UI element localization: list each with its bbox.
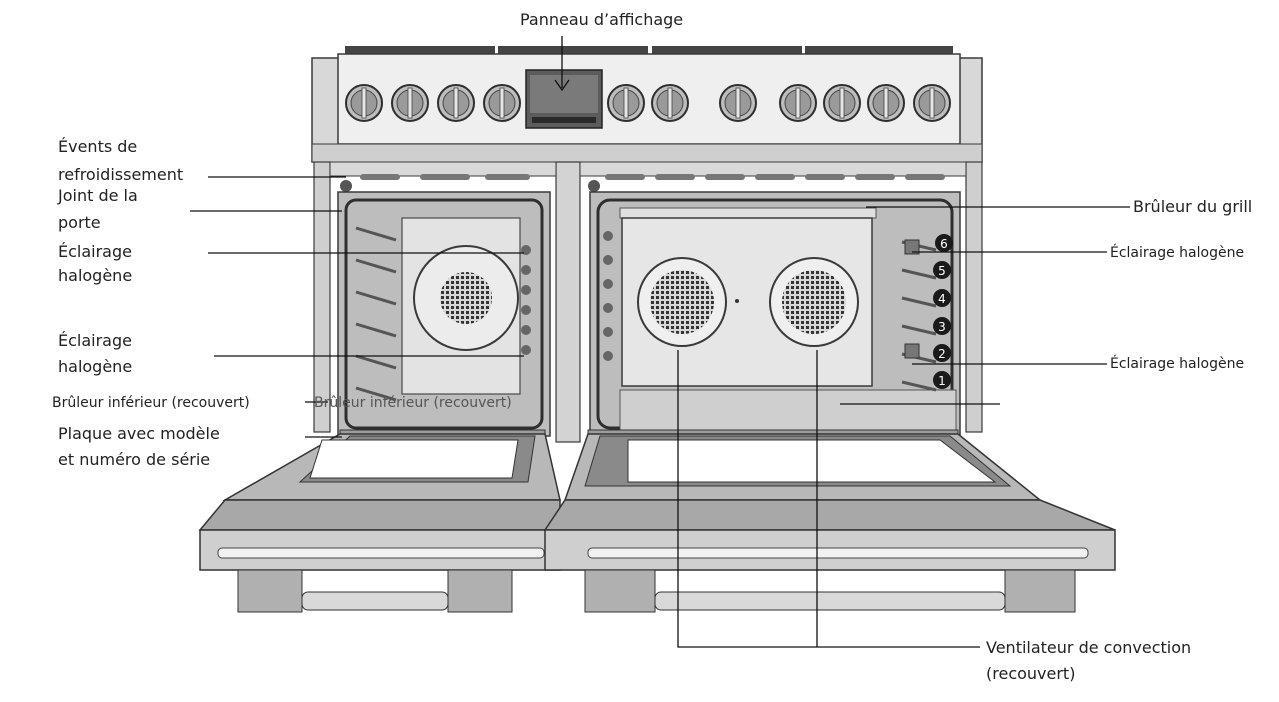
label-cooling-vents-line2: refroidissement	[58, 165, 184, 184]
knob	[651, 84, 689, 122]
label-halogen-right-bottom: Éclairage halogène	[1110, 356, 1245, 372]
svg-text:1: 1	[938, 374, 946, 388]
rack-badge: 1	[933, 371, 951, 389]
label-convection-fan-line2: (recouvert)	[986, 664, 1076, 683]
rack-badge: 5	[933, 261, 951, 279]
label-halogen-left-bottom: Éclairage	[58, 331, 132, 350]
label-door-seal-line2: porte	[58, 213, 101, 232]
svg-text:5: 5	[938, 264, 946, 278]
cooling-vent-slots	[340, 174, 945, 192]
leader-lines	[190, 36, 1130, 648]
label-halogen-left-bottom-line2: halogène	[58, 357, 133, 376]
svg-text:4: 4	[938, 292, 946, 306]
knob	[823, 84, 861, 122]
svg-text:6: 6	[940, 237, 948, 251]
label-halogen-left-top: Éclairage	[58, 242, 132, 261]
label-convection-fan: Ventilateur de convection	[986, 638, 1192, 657]
left-oven-cavity	[337, 191, 551, 437]
svg-text:2: 2	[938, 347, 946, 361]
display-screen	[525, 69, 603, 129]
rack-badge: 3	[933, 317, 951, 335]
knob	[779, 84, 817, 122]
knob	[391, 84, 429, 122]
knob	[483, 84, 521, 122]
halogen-lamps-right	[904, 239, 920, 359]
knob	[345, 84, 383, 122]
svg-text:3: 3	[938, 320, 946, 334]
label-lower-burner-overlap: Brûleur inférieur (recouvert)	[314, 395, 512, 411]
label-halogen-left-top-line2: halogène	[58, 266, 133, 285]
label-halogen-right-top: Éclairage halogène	[1110, 245, 1245, 261]
rack-badge: 2	[933, 344, 951, 362]
rack-badge: 6	[935, 234, 953, 252]
label-cooling-vents: Évents de	[58, 137, 138, 156]
knob	[437, 84, 475, 122]
knob	[867, 84, 905, 122]
knob	[913, 84, 951, 122]
control-knobs	[345, 84, 951, 122]
right-oven-cavity	[589, 191, 961, 437]
label-serial-plate-line2: et numéro de série	[58, 450, 211, 469]
label-door-seal: Joint de la	[58, 186, 138, 205]
knob	[719, 84, 757, 122]
label-grill-burner: Brûleur du grill	[1133, 197, 1253, 216]
right-oven-door	[543, 429, 1116, 613]
cooktop-grates	[345, 46, 953, 55]
label-display-panel: Panneau d’affichage	[520, 10, 684, 29]
knob	[607, 84, 645, 122]
rack-badge: 4	[933, 289, 951, 307]
label-serial-plate: Plaque avec modèle	[58, 424, 220, 443]
label-lower-burner: Brûleur inférieur (recouvert)	[52, 395, 250, 411]
rack-position-badges: 6 5 4 3 2 1	[933, 234, 953, 389]
range-body	[313, 161, 983, 443]
left-oven-door	[198, 429, 561, 613]
